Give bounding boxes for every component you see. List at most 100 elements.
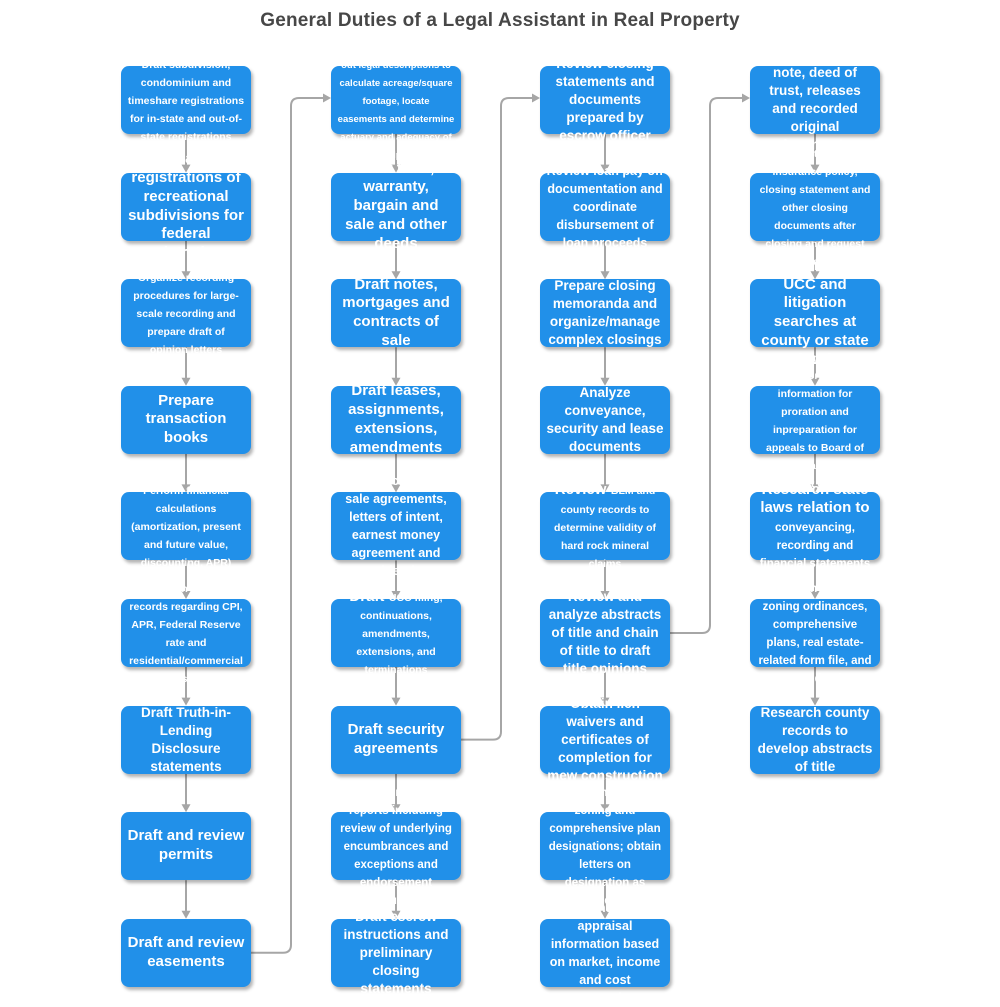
arrowhead-down-icon — [391, 804, 401, 813]
node-label: Obtain lien waivers and certificates of … — [547, 695, 663, 783]
flow-node-col1-row8: Draft and review permits — [121, 812, 251, 881]
flow-node-col1-row6: Maintain current records regarding CPI, … — [121, 583, 251, 685]
flow-node-col4-row7: Research county records to develop abstr… — [750, 704, 880, 774]
node-label: Obtain and analyze appraisal information… — [548, 900, 662, 1005]
node-label: Review surveys and run out legal descrip… — [337, 42, 455, 161]
node-label: Obtain canceled note, deed of trust, rel… — [762, 47, 868, 152]
flow-node-col4-row3: Perform/order UCC and litigation searche… — [750, 257, 880, 368]
arrowhead-down-icon — [600, 697, 610, 706]
flow-node-col4-row6: maintain current zoning ordinances, comp… — [750, 583, 880, 685]
flow-node-col4-row4: Obtain real and personal property tax in… — [750, 352, 880, 490]
node-label: Organize recording procedures for large-… — [133, 272, 239, 357]
arrowhead-down-icon — [181, 591, 191, 599]
flow-node-col1-row2: Draft registrations of recreational subd… — [121, 150, 251, 261]
arrowhead-down-icon — [600, 484, 610, 493]
node-label: Maintain current records regarding CPI, … — [129, 583, 243, 685]
arrowhead-down-icon — [810, 377, 820, 386]
node-label: Review closing statements and documents … — [555, 56, 655, 143]
arrowhead-down-icon — [181, 484, 191, 493]
flow-node-col3-row7: Obtain lien waivers and certificates of … — [540, 696, 670, 783]
flow-node-col3-row5: Review BLM and county records to determi… — [540, 481, 670, 570]
node-label: Prepare closing memoranda and organize/m… — [548, 278, 662, 348]
arrowhead-down-icon — [391, 697, 401, 706]
node-label: Review BLM and county records to determi… — [553, 481, 657, 570]
flow-node-col1-row9: Draft and review easements — [121, 918, 251, 987]
flow-node-col3-row4: Analyze conveyance, security and lease d… — [540, 384, 670, 454]
node-label: Analyze conveyance, security and lease d… — [546, 384, 664, 454]
flow-node-col1-row3: Organize recording procedures for large-… — [121, 272, 251, 356]
arrowhead-down-icon — [391, 377, 401, 386]
arrowhead-down-icon — [181, 804, 191, 813]
arrowhead-down-icon — [181, 697, 191, 706]
arrowhead-down-icon — [810, 271, 820, 280]
arrowhead-down-icon — [810, 591, 820, 599]
flow-node-col3-row2: Review loan pay off documentation and co… — [540, 164, 670, 250]
node-label: Obtain real and personal property tax in… — [756, 351, 874, 490]
node-label: Draft Truth-in-Lending Disclosure statem… — [141, 704, 231, 774]
cross-connector — [670, 97, 743, 634]
flow-node-col4-row1: Obtain canceled note, deed of trust, rel… — [750, 47, 880, 152]
flow-node-col2-row2: Draft trust, warranty, bargain and sale … — [331, 160, 461, 252]
flow-node-col4-row2: Review title policy, insurance policy, c… — [750, 148, 880, 268]
arrowhead-down-icon — [600, 910, 610, 919]
arrowhead-down-icon — [181, 164, 191, 173]
node-label: Research county records to develop abstr… — [757, 704, 873, 774]
node-label: Draft escrow instructions and preliminar… — [343, 908, 449, 996]
arrowhead-down-icon — [600, 271, 610, 280]
flow-node-col1-row5: Perform financial calculations (amortiza… — [121, 485, 251, 569]
node-label: Review title policy, insurance policy, c… — [759, 147, 871, 268]
node-label: Draft security agreements — [347, 720, 445, 757]
flow-node-col2-row6: Draft UCC filing, continuations, amendme… — [331, 588, 461, 676]
flow-node-col1-row4: Prepare transaction books — [121, 385, 251, 454]
node-label: Order and review title reports including… — [337, 787, 455, 908]
node-label: Draft and review easements — [127, 934, 245, 970]
arrowhead-down-icon — [391, 484, 401, 493]
page-title: General Duties of a Legal Assistant in R… — [260, 10, 740, 31]
node-label: Draft registrations of recreational subd… — [128, 150, 244, 262]
arrowhead-down-icon — [181, 910, 191, 919]
arrowhead-down-icon — [810, 697, 820, 706]
arrowhead-down-icon — [391, 164, 401, 173]
flow-node-col2-row9: Draft escrow instructions and preliminar… — [331, 909, 461, 996]
arrowhead-down-icon — [391, 910, 401, 919]
flow-node-col2-row8: Order and review title reports including… — [331, 787, 461, 907]
cross-connector — [251, 97, 324, 954]
arrowhead-down-icon — [600, 591, 610, 599]
flow-node-col2-row1: Review surveys and run out legal descrip… — [331, 42, 461, 161]
node-label: Perform/order UCC and litigation searche… — [761, 256, 869, 368]
node-label: Draft notes, mortgages and contracts of … — [342, 275, 450, 349]
node-label: Perform financial calculations (amortiza… — [131, 485, 241, 570]
node-label: maintain current zoning ordinances, comp… — [758, 583, 872, 685]
node-label: Draft leases, assignments, extensions, a… — [348, 382, 444, 456]
node-label: Draft purchase and sale agreements, lett… — [339, 474, 453, 579]
node-label: Draft trust, warranty, bargain and sale … — [345, 159, 447, 252]
flow-node-col1-row7: Draft Truth-in-Lending Disclosure statem… — [121, 704, 251, 774]
flow-node-col2-row5: Draft purchase and sale agreements, lett… — [331, 474, 461, 578]
node-label: Prepare transaction books — [145, 391, 227, 447]
arrowhead-down-icon — [181, 271, 191, 280]
node-label: Draft and review permits — [127, 827, 245, 864]
flow-node-col3-row1: Review closing statements and documents … — [540, 56, 670, 143]
flow-node-col2-row4: Draft leases, assignments, extensions, a… — [331, 382, 461, 456]
arrowhead-right-icon — [742, 93, 750, 103]
flow-node-col4-row5: Research state laws relation to conveyan… — [750, 481, 880, 570]
flow-node-col1-row1: Draft subdivision, condominium and times… — [121, 59, 251, 143]
node-label: Review and analyze abstracts of title an… — [548, 589, 662, 676]
flow-node-col3-row6: Review and analyze abstracts of title an… — [540, 589, 670, 676]
arrowhead-down-icon — [600, 164, 610, 173]
arrowhead-down-icon — [391, 591, 401, 599]
flow-node-col2-row3: Draft notes, mortgages and contracts of … — [331, 276, 461, 349]
node-label: Check and review zoning and comprehensiv… — [548, 787, 662, 908]
node-label: Review loan pay off documentation and co… — [546, 163, 664, 250]
arrowhead-down-icon — [181, 377, 191, 386]
arrowhead-down-icon — [600, 804, 610, 813]
node-label: Draft subdivision, condominium and times… — [127, 59, 245, 143]
arrowhead-down-icon — [600, 377, 610, 386]
cross-connector — [461, 97, 533, 741]
flow-node-col3-row3: Prepare closing memoranda and organize/m… — [540, 278, 670, 348]
arrowhead-down-icon — [810, 164, 820, 173]
flow-node-col3-row9: Obtain and analyze appraisal information… — [540, 901, 670, 1005]
arrowhead-right-icon — [532, 93, 540, 103]
